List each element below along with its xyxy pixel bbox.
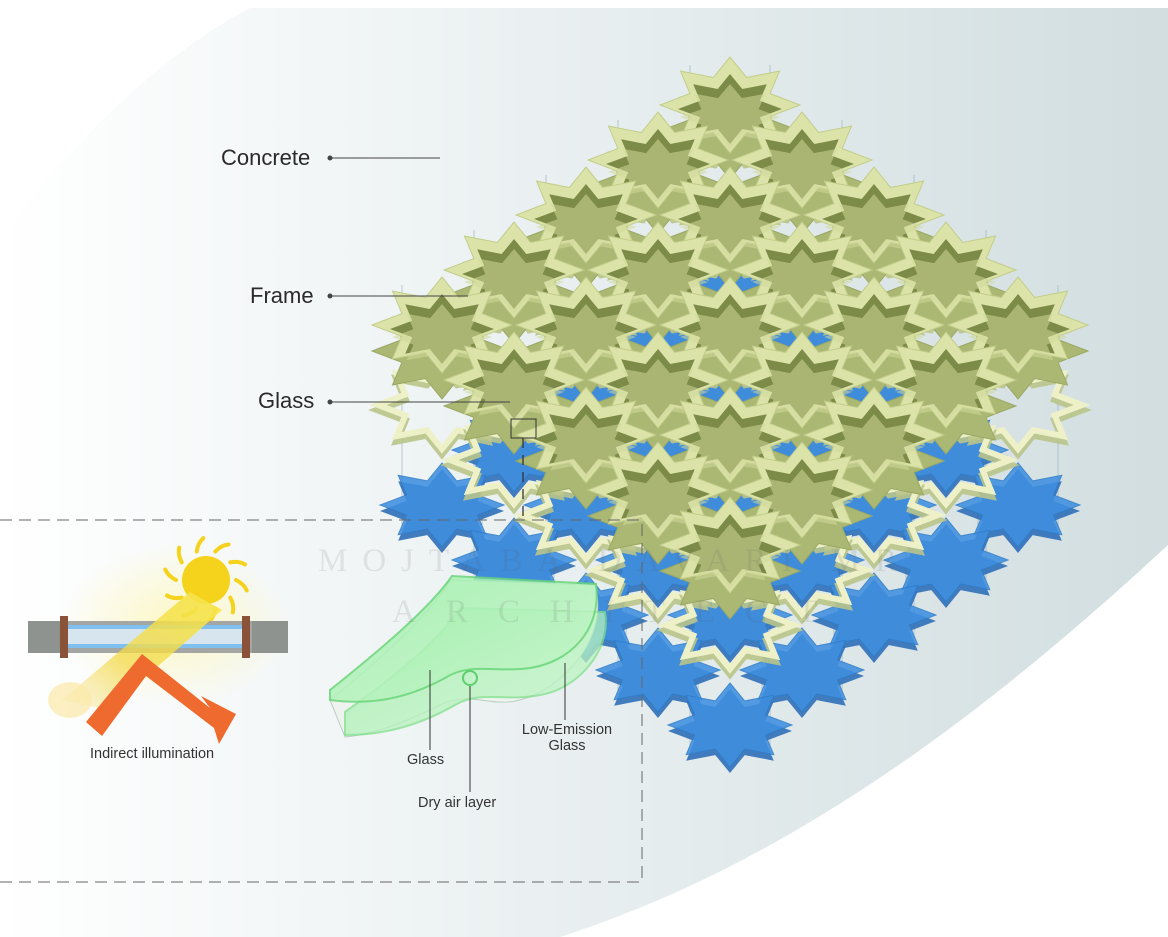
concrete-block-inner	[608, 139, 708, 205]
concrete-block-inner	[464, 359, 564, 425]
concrete-block-inner	[536, 304, 636, 370]
concrete-block-inner	[896, 249, 996, 315]
label-low-emission-line2: Glass	[548, 738, 586, 754]
concrete-layer	[370, 56, 1090, 620]
concrete-block-inner	[824, 414, 924, 480]
reflection-arrow	[86, 654, 236, 744]
watermark-line2: ARCHITECT	[392, 594, 848, 630]
sun-icon	[182, 556, 230, 604]
concrete-block-inner	[392, 304, 492, 370]
concrete-block-inner	[752, 359, 852, 425]
concrete-block-inner	[680, 414, 780, 480]
concrete-block-inner	[680, 524, 780, 590]
concrete-block-inner	[680, 84, 780, 150]
label-indirect-illumination: Indirect illumination	[90, 746, 215, 762]
concrete-block-inner	[824, 304, 924, 370]
concrete-block-inner	[608, 249, 708, 315]
label-low-emission-glass: Low-Emission Glass	[512, 722, 622, 754]
concrete-block-inner	[536, 194, 636, 260]
concrete-block-inner	[752, 139, 852, 205]
watermark-line1: MOJTABA DAVARI MR	[318, 543, 913, 579]
concrete-block-inner	[680, 304, 780, 370]
concrete-block-inner	[968, 304, 1068, 370]
inset-frame	[0, 519, 643, 883]
concrete-block-inner	[608, 359, 708, 425]
concrete-block-inner	[824, 194, 924, 260]
label-concrete: Concrete	[221, 145, 311, 170]
leader-lines	[327, 155, 510, 405]
glass-tile	[666, 682, 794, 768]
label-dry-air-layer: Dry air layer	[418, 795, 497, 811]
label-glass: Glass	[258, 388, 315, 413]
label-frame: Frame	[250, 283, 314, 308]
label-inset-glass: Glass	[407, 752, 445, 768]
concrete-block-inner	[536, 414, 636, 480]
concrete-block-inner	[680, 194, 780, 260]
concrete-block-inner	[896, 359, 996, 425]
label-low-emission-line1: Low-Emission	[521, 722, 613, 738]
double-glazing-illustration	[329, 574, 607, 792]
concrete-block-inner	[464, 249, 564, 315]
concrete-block-inner	[752, 469, 852, 535]
concrete-block-inner	[608, 469, 708, 535]
frame-piece	[657, 576, 803, 674]
window-section-illustration	[28, 536, 290, 744]
concrete-block-inner	[752, 249, 852, 315]
